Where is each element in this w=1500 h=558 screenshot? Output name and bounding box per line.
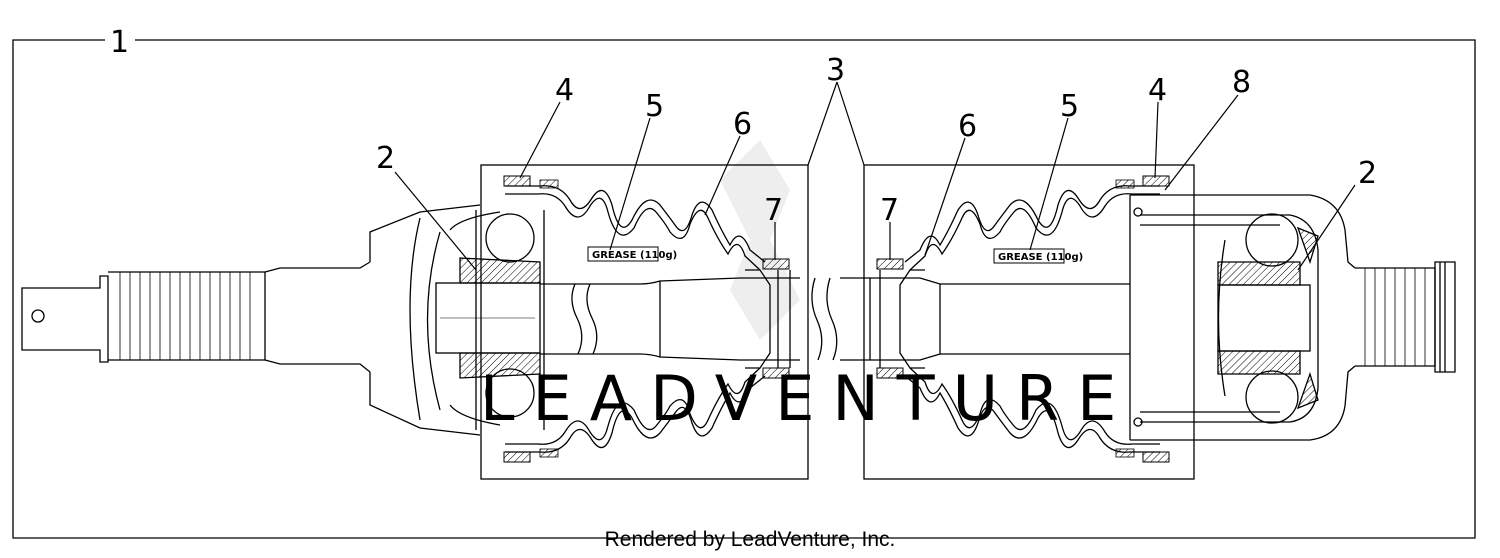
left-boot-lip-bottom (539, 448, 559, 458)
callout-2-left: 2 (376, 141, 395, 176)
callout-6-right: 6 (958, 109, 977, 144)
callout-5-right: 5 (1060, 89, 1079, 124)
right-big-clamp-bottom (1142, 451, 1170, 463)
right-boot (869, 185, 1160, 453)
left-small-clamp-bottom (762, 367, 790, 379)
right-boot-lip-top (1115, 179, 1135, 189)
callout-1: 1 (110, 25, 129, 60)
callout-2-right: 2 (1358, 156, 1377, 191)
right-small-clamp-bottom (876, 367, 904, 379)
left-boot (505, 185, 791, 453)
left-big-clamp-bottom (503, 451, 531, 463)
callout-4-left: 4 (555, 73, 574, 108)
callout-3: 3 (826, 53, 845, 88)
right-cv-joint (1129, 194, 1456, 441)
left-cv-joint (21, 204, 545, 436)
left-boot-lip-top (539, 179, 559, 189)
callout-8: 8 (1232, 65, 1251, 100)
grease-label-right: GREASE (110g) (998, 252, 1083, 263)
right-big-clamp-top (1142, 175, 1170, 187)
callout-7-left: 7 (764, 193, 783, 228)
center-shaft (540, 277, 1130, 361)
grease-label-box-right (993, 248, 1065, 264)
footer-credit: Rendered by LeadVenture, Inc. (604, 528, 896, 551)
right-small-clamp-top (876, 258, 904, 270)
callout-5-left: 5 (645, 89, 664, 124)
watermark-text: LEADVENTURE (480, 362, 1134, 435)
left-boot-detail-box (480, 164, 809, 480)
assembly-frame (12, 39, 1476, 539)
grease-label-left: GREASE (110g) (592, 250, 677, 261)
callout-6-left: 6 (733, 107, 752, 142)
left-big-clamp-top (503, 175, 531, 187)
watermark: LEADVENTURE (480, 140, 1134, 435)
right-boot-lip-bottom (1115, 448, 1135, 458)
left-small-clamp-top (762, 258, 790, 270)
callout-7-right: 7 (880, 193, 899, 228)
grease-label-box-left (587, 246, 659, 262)
leader-lines (394, 81, 1356, 271)
callout-4-right: 4 (1148, 73, 1167, 108)
right-boot-detail-box (863, 164, 1195, 480)
